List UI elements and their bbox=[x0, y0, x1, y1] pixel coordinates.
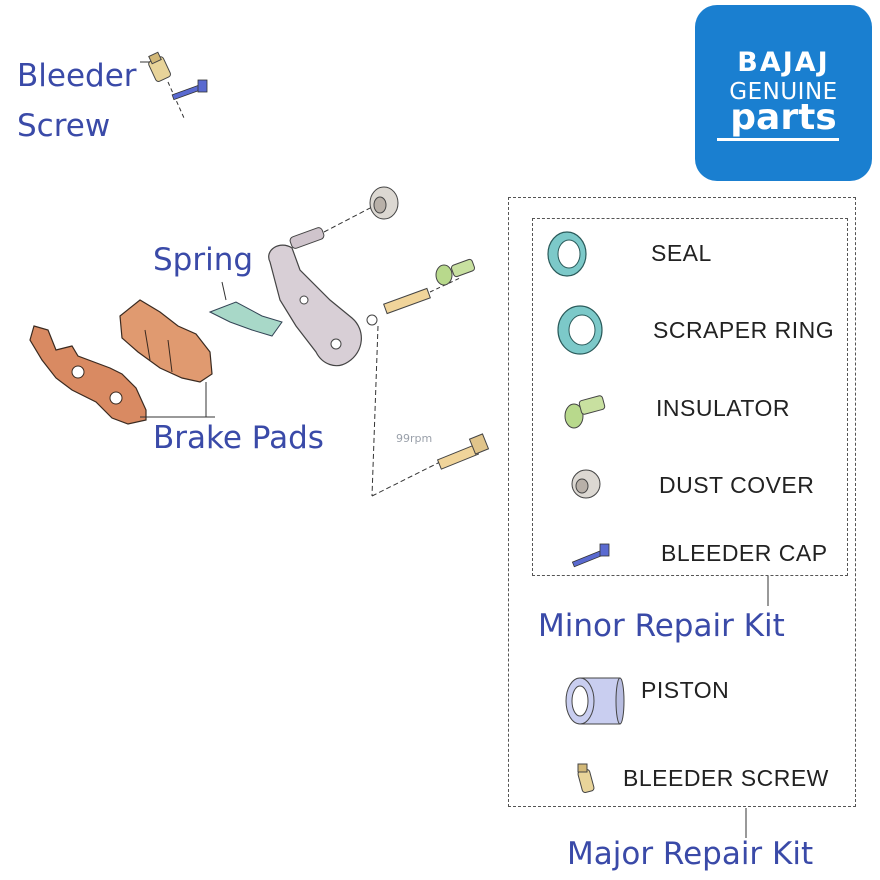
minor-repair-kit-box bbox=[532, 218, 848, 576]
spring-label: Spring bbox=[153, 242, 254, 278]
part-label-insulator: INSULATOR bbox=[656, 395, 791, 421]
spring-illustration bbox=[208, 281, 283, 337]
part-label-dust-cover: DUST COVER bbox=[659, 472, 815, 498]
bleeder-screw-label-line2: Screw bbox=[17, 108, 111, 144]
part-label-seal: SEAL bbox=[651, 240, 712, 266]
bleeder-cap-icon bbox=[571, 543, 610, 568]
logo-brand: BAJAJ bbox=[737, 47, 830, 78]
dust-cover-icon bbox=[571, 469, 601, 499]
scraper-ring-icon bbox=[557, 305, 603, 355]
logo-parts: parts bbox=[730, 97, 837, 138]
logo-underline bbox=[717, 138, 839, 141]
bleeder-screw-icon bbox=[577, 763, 595, 794]
part-label-piston: PISTON bbox=[641, 677, 730, 703]
bleeder-screw-label-line1: Bleeder bbox=[17, 58, 137, 94]
bajaj-genuine-parts-logo: BAJAJ GENUINE parts bbox=[695, 5, 872, 181]
caliper-bracket-illustration bbox=[268, 205, 375, 367]
part-label-scraper-ring: SCRAPER RING bbox=[653, 317, 835, 343]
logo-genuine: GENUINE bbox=[729, 79, 838, 105]
bleeder-screw-illustration bbox=[140, 51, 208, 119]
dust-cover-illustration bbox=[369, 186, 399, 220]
minor-repair-kit-label: Minor Repair Kit bbox=[538, 608, 785, 644]
major-repair-kit-label: Major Repair Kit bbox=[567, 836, 814, 872]
brake-pads-illustration bbox=[29, 299, 215, 425]
watermark: 99rpm bbox=[396, 432, 433, 445]
part-label-bleeder-cap: BLEEDER CAP bbox=[661, 540, 828, 566]
brake-pads-label: Brake Pads bbox=[153, 420, 324, 456]
guide-pin-illustration bbox=[366, 258, 476, 326]
mounting-bolt-illustration bbox=[371, 325, 490, 497]
part-label-bleeder-screw: BLEEDER SCREW bbox=[623, 765, 829, 791]
insulator-icon bbox=[564, 395, 606, 429]
seal-icon bbox=[547, 231, 587, 277]
piston-icon bbox=[565, 677, 625, 725]
major-repair-kit-box bbox=[508, 197, 856, 807]
